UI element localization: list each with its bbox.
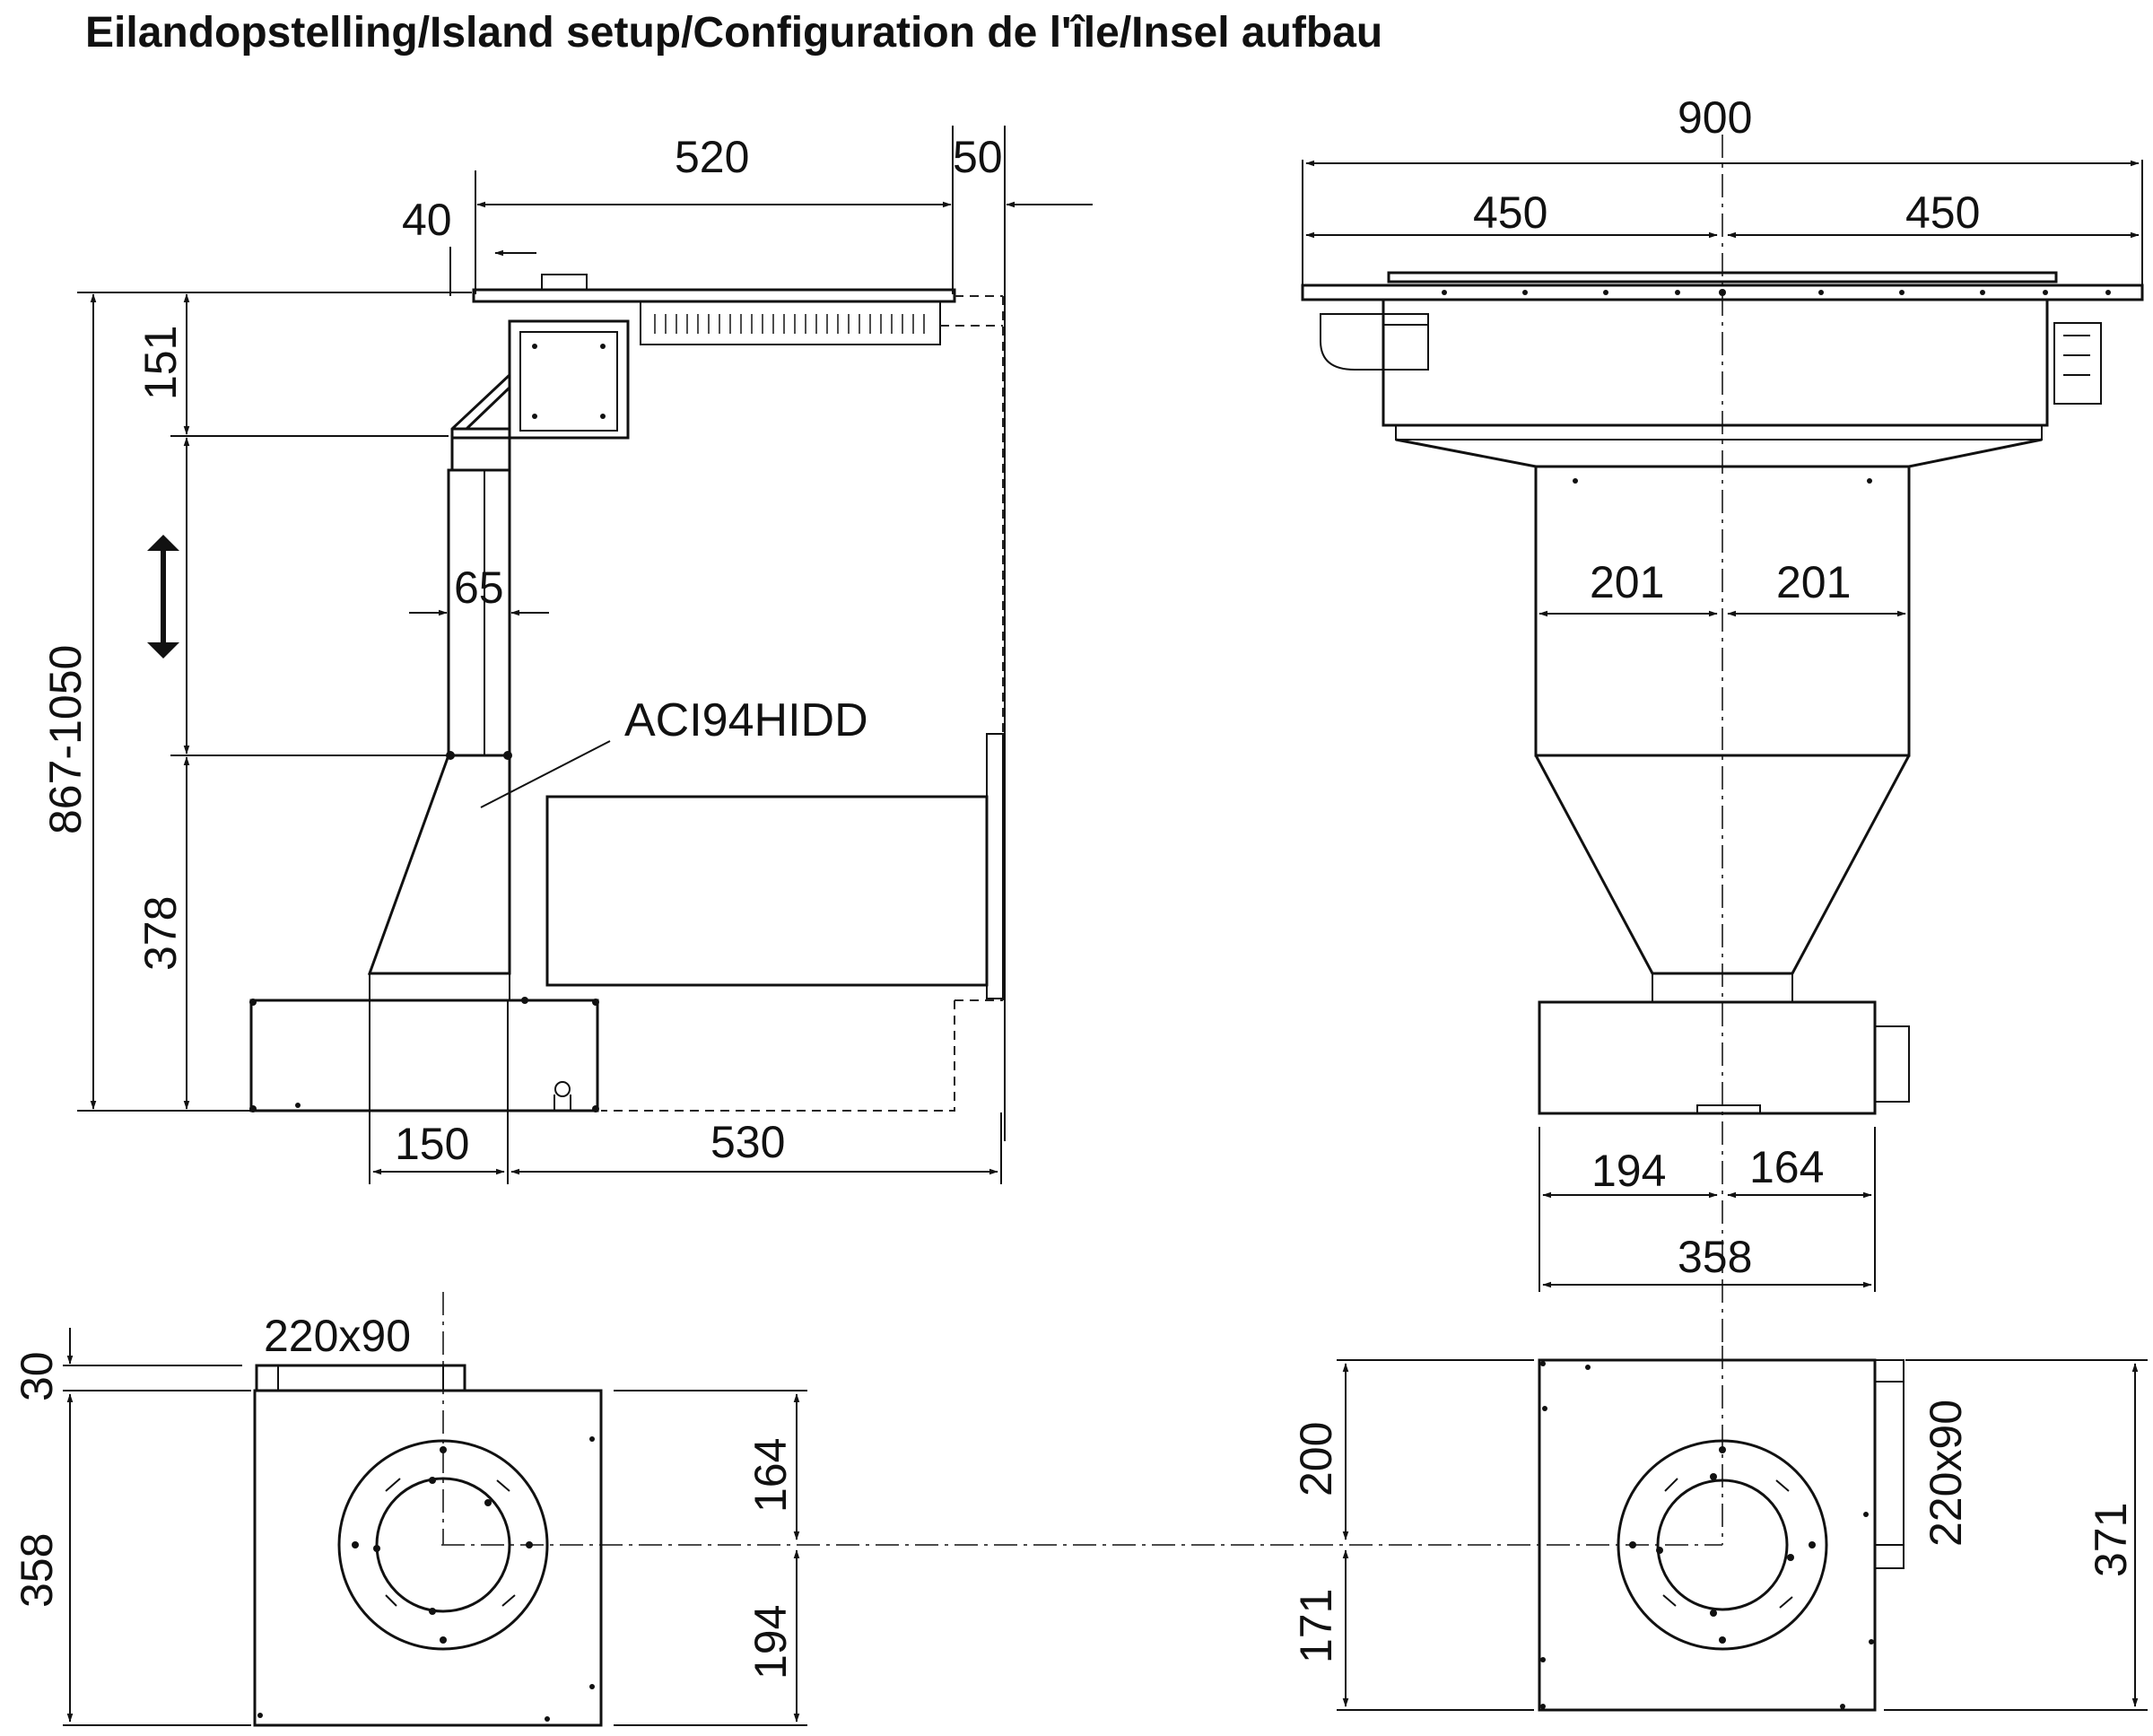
grille-slats — [654, 314, 925, 334]
dim-65: 65 — [454, 563, 504, 613]
dim-200: 200 — [1291, 1422, 1341, 1496]
dim-30: 30 — [12, 1351, 62, 1401]
dim-151: 151 — [135, 326, 186, 400]
dim-40: 40 — [402, 195, 452, 245]
height-adjust-arrow — [147, 535, 179, 659]
dim-371: 371 — [2086, 1503, 2136, 1577]
dim-450-right: 450 — [1905, 188, 1980, 238]
hob-dots — [1442, 289, 2111, 296]
dim-201-left: 201 — [1590, 557, 1664, 607]
dim-867-1050: 867-1050 — [40, 645, 91, 834]
side-view: 520 50 40 65 — [40, 126, 1093, 1184]
dim-900: 900 — [1678, 92, 1752, 143]
plan-view-right: 200 171 220x90 371 — [1291, 1346, 2148, 1712]
outlet-220x90-right: 220x90 — [1921, 1400, 1971, 1547]
dim-358-front: 358 — [1678, 1232, 1752, 1282]
dim-358-plan: 358 — [12, 1533, 62, 1608]
dim-378: 378 — [135, 896, 186, 971]
front-view: 900 450 450 201 201 — [1301, 92, 2144, 1346]
dim-171: 171 — [1291, 1589, 1341, 1663]
dim-50: 50 — [953, 132, 1003, 182]
dim-520: 520 — [675, 132, 749, 182]
dim-201-right: 201 — [1776, 557, 1851, 607]
plan-view-left: 220x90 164 194 30 358 — [12, 1292, 1722, 1727]
page-title: Eilandopstelling/Island setup/Configurat… — [85, 9, 1382, 57]
dim-150: 150 — [395, 1119, 469, 1169]
outlet-220x90-left: 220x90 — [264, 1311, 411, 1361]
dim-194: 194 — [1591, 1146, 1666, 1196]
dim-450-left: 450 — [1473, 188, 1547, 238]
model-label: ACI94HIDD — [624, 694, 868, 746]
dim-194-plan: 194 — [745, 1605, 796, 1679]
dim-530: 530 — [710, 1117, 785, 1167]
dim-164: 164 — [1749, 1142, 1824, 1192]
dim-164-plan: 164 — [745, 1438, 796, 1513]
